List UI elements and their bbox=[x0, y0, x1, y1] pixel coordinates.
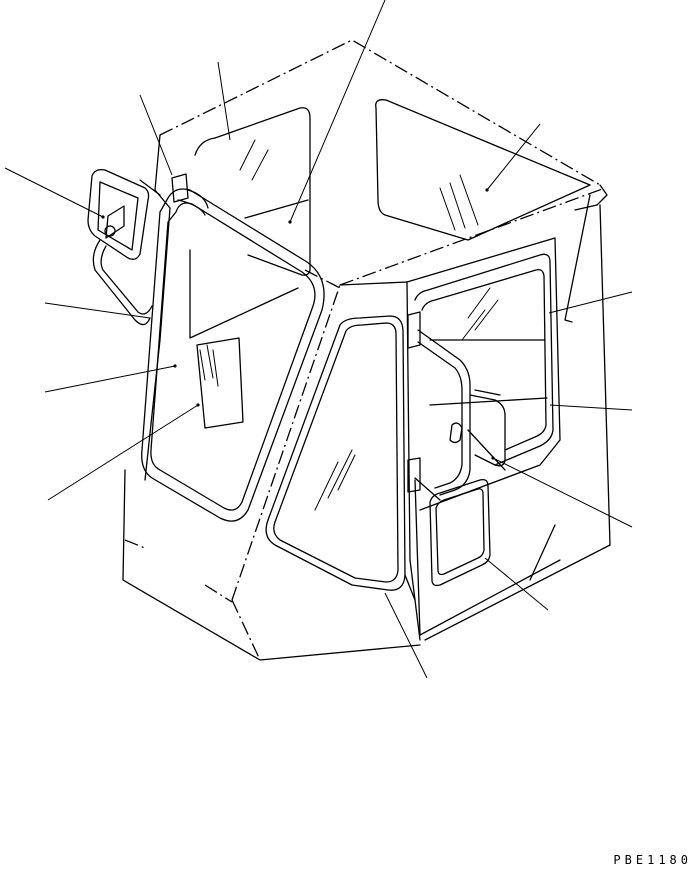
leader-line bbox=[549, 404, 633, 411]
leader-dot bbox=[288, 220, 292, 224]
leader-line bbox=[484, 557, 549, 611]
rear-window bbox=[194, 107, 311, 276]
cab-roof bbox=[154, 39, 608, 323]
leader-line bbox=[548, 291, 633, 314]
leader-dot bbox=[491, 456, 495, 460]
side-window-upper-right bbox=[375, 99, 591, 241]
leader-line bbox=[44, 365, 176, 393]
leader-line bbox=[139, 94, 173, 176]
right-mirror bbox=[467, 389, 506, 471]
leader-dot bbox=[173, 364, 177, 368]
left-door bbox=[141, 188, 325, 522]
left-mirror bbox=[87, 168, 161, 326]
leader-line bbox=[47, 404, 199, 501]
leader-lines bbox=[4, 0, 633, 679]
leader-line bbox=[492, 457, 633, 528]
front-windshield bbox=[265, 315, 416, 601]
leader-dot bbox=[101, 215, 105, 219]
right-door-lower-window bbox=[429, 478, 491, 587]
right-door bbox=[406, 237, 561, 641]
leader-line bbox=[4, 167, 104, 218]
leader-line bbox=[486, 123, 541, 191]
leader-line bbox=[44, 302, 151, 319]
right-grab-rail bbox=[407, 311, 471, 501]
upper-hinge bbox=[171, 173, 209, 216]
leader-dot bbox=[485, 188, 489, 192]
drawing-code-label: PBE1180 bbox=[613, 853, 692, 867]
leader-line bbox=[289, 0, 386, 223]
leader-dot bbox=[196, 403, 200, 407]
cab-body-outline bbox=[122, 204, 611, 661]
leader-line bbox=[384, 592, 428, 679]
leader-dots bbox=[101, 188, 495, 460]
leader-line bbox=[217, 61, 231, 141]
